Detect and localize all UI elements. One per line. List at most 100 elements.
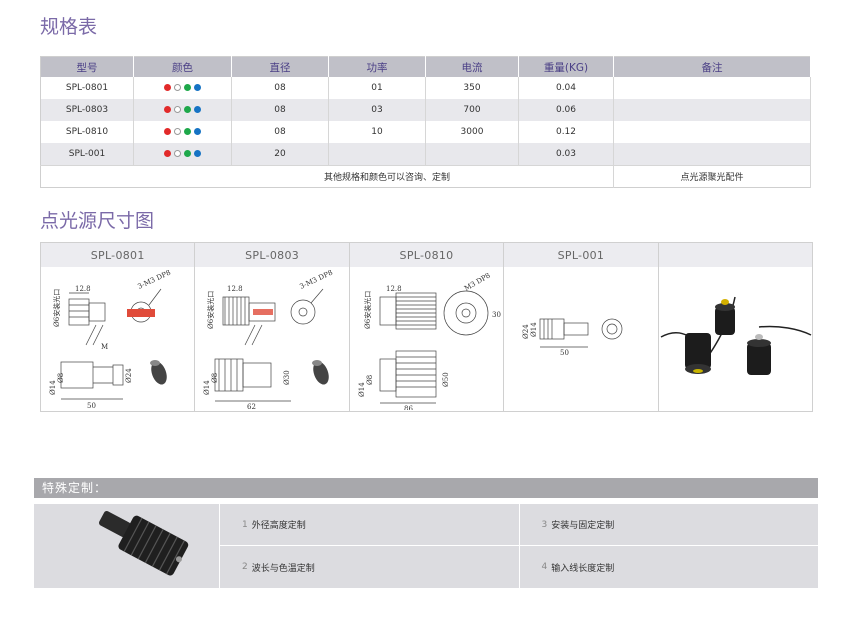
green-dot-icon [184, 106, 191, 113]
spec-table-header: 型号 颜色 直径 功率 电流 重量(KG) 备注 [40, 56, 811, 77]
spl-0801-drawing: 12.8 3-M3 DP8 Ø6安装光口 M Ø14 Ø8 Ø24 50 [49, 269, 172, 410]
dim-label: 3-M3 DP8 [136, 269, 172, 291]
option-text: 输入线长度定制 [551, 563, 615, 574]
cell-power: 01 [328, 77, 426, 99]
dim-label: M3 DP8 [463, 271, 492, 292]
dim-label: Ø14 [203, 380, 211, 395]
table-row: SPL-0810 08 10 3000 0.12 [40, 121, 811, 143]
dim-label: Ø24 [125, 368, 133, 383]
col-header-model: 型号 [40, 56, 134, 77]
custom-options-panel: 1 外径高度定制 3 安装与固定定制 2 波长与色温定制 4 输入线长度定制 [34, 504, 818, 588]
dim-header: SPL-0810 [349, 243, 504, 267]
option-number: 1 [242, 519, 248, 530]
dim-drawing: Ø24 Ø14 50 [504, 267, 658, 411]
col-header-note: 备注 [613, 56, 811, 77]
option-text: 波长与色温定制 [251, 563, 315, 574]
dim-drawing: 12.8 M3 DP8 Ø6安装光口 30 Ø14 Ø8 Ø50 86 [349, 267, 504, 411]
blue-dot-icon [194, 106, 201, 113]
dim-column-photo [658, 243, 813, 411]
dim-label: M [101, 343, 108, 351]
dim-label: Ø14 [49, 380, 57, 395]
green-dot-icon [184, 84, 191, 91]
red-dot-icon [164, 106, 171, 113]
custom-options-grid: 1 外径高度定制 3 安装与固定定制 2 波长与色温定制 4 输入线长度定制 [219, 504, 818, 588]
cell-weight: 0.12 [518, 121, 614, 143]
blue-dot-icon [194, 84, 201, 91]
dim-label: 12.8 [75, 285, 91, 293]
spl-001-drawing: Ø24 Ø14 50 [522, 318, 623, 357]
footer-accessory-text: 点光源聚光配件 [613, 165, 811, 188]
heatsink-light-image [99, 510, 189, 576]
custom-option-3: 3 安装与固定定制 [518, 504, 818, 546]
dim-label: Ø24 [522, 324, 530, 339]
dim-label: Ø6安装光口 [206, 291, 215, 329]
table-footer-row: 其他规格和颜色可以咨询、定制 点光源聚光配件 [40, 165, 811, 188]
dim-label: Ø14 [530, 322, 538, 337]
table-row: SPL-0803 08 03 700 0.06 [40, 99, 811, 121]
cell-current [425, 143, 519, 166]
col-header-diameter: 直径 [231, 56, 329, 77]
dim-header: SPL-0803 [195, 243, 349, 267]
spec-section-title: 规格表 [40, 16, 98, 38]
green-dot-icon [184, 150, 191, 157]
cell-color-dots [133, 77, 232, 99]
dim-label: Ø14 [358, 382, 366, 397]
cell-weight: 0.03 [518, 143, 614, 166]
dim-label: 30 [492, 311, 501, 319]
dim-label: 12.8 [227, 285, 243, 293]
dim-column-spl-0810: SPL-0810 12.8 M3 DP8 Ø6安装光口 30 [349, 243, 505, 411]
cell-diameter: 20 [231, 143, 329, 166]
col-header-current: 电流 [425, 56, 519, 77]
dim-label: Ø6安装光口 [52, 289, 61, 327]
dim-header: SPL-001 [504, 243, 658, 267]
cell-diameter: 08 [231, 77, 329, 99]
white-dot-icon [174, 84, 181, 91]
dimension-panel: SPL-0801 [40, 242, 813, 412]
dim-label: Ø6安装光口 [363, 291, 372, 329]
dim-label: Ø8 [366, 375, 374, 385]
custom-option-4: 4 输入线长度定制 [518, 546, 819, 588]
option-text: 安装与固定定制 [551, 521, 615, 531]
cell-model: SPL-0803 [40, 99, 134, 121]
cell-color-dots [133, 121, 232, 143]
dim-label: 3-M3 DP8 [299, 269, 335, 291]
red-dot-icon [164, 150, 171, 157]
dim-column-spl-0803: SPL-0803 12.8 [195, 243, 350, 411]
col-header-power: 功率 [328, 56, 426, 77]
spec-table: 型号 颜色 直径 功率 电流 重量(KG) 备注 SPL-0801 08 01 … [40, 56, 811, 188]
cell-color-dots [133, 99, 232, 121]
option-number: 4 [541, 562, 548, 572]
table-row: SPL-001 20 0.03 [40, 143, 811, 166]
dim-label: 86 [404, 405, 413, 410]
product-photo [658, 267, 813, 411]
cell-note [613, 77, 811, 99]
cell-power [328, 143, 426, 166]
cell-diameter: 08 [231, 121, 329, 143]
spotlight-photo-image [660, 296, 811, 375]
spl-0810-drawing: 12.8 M3 DP8 Ø6安装光口 30 Ø14 Ø8 Ø50 86 [358, 271, 501, 410]
cell-current: 700 [425, 99, 519, 121]
cell-model: SPL-0810 [40, 121, 134, 143]
dim-column-spl-001: SPL-001 Ø24 Ø14 50 [504, 243, 659, 411]
cell-current: 3000 [425, 121, 519, 143]
red-dot-icon [164, 84, 171, 91]
dim-label: 12.8 [386, 285, 402, 293]
dim-label: Ø30 [283, 370, 291, 385]
cell-note [613, 121, 811, 143]
cell-power: 10 [328, 121, 426, 143]
table-row: SPL-0801 08 01 350 0.04 [40, 77, 811, 99]
dim-label: 50 [560, 349, 569, 357]
blue-dot-icon [194, 128, 201, 135]
custom-product-image [34, 504, 219, 588]
dim-drawing: 12.8 3-M3 DP8 Ø6安装光口 Ø14 Ø8 Ø30 62 [195, 267, 349, 411]
dim-drawing: 12.8 3-M3 DP8 Ø6安装光口 M Ø14 Ø8 Ø24 50 [41, 267, 195, 411]
cell-weight: 0.06 [518, 99, 614, 121]
cell-weight: 0.04 [518, 77, 614, 99]
cell-note [613, 99, 811, 121]
col-header-color: 颜色 [133, 56, 232, 77]
dim-label: Ø8 [57, 373, 65, 383]
custom-section-title: 特殊定制： [34, 478, 818, 498]
white-dot-icon [174, 128, 181, 135]
cell-model: SPL-0801 [40, 77, 134, 99]
option-number: 3 [541, 519, 548, 530]
